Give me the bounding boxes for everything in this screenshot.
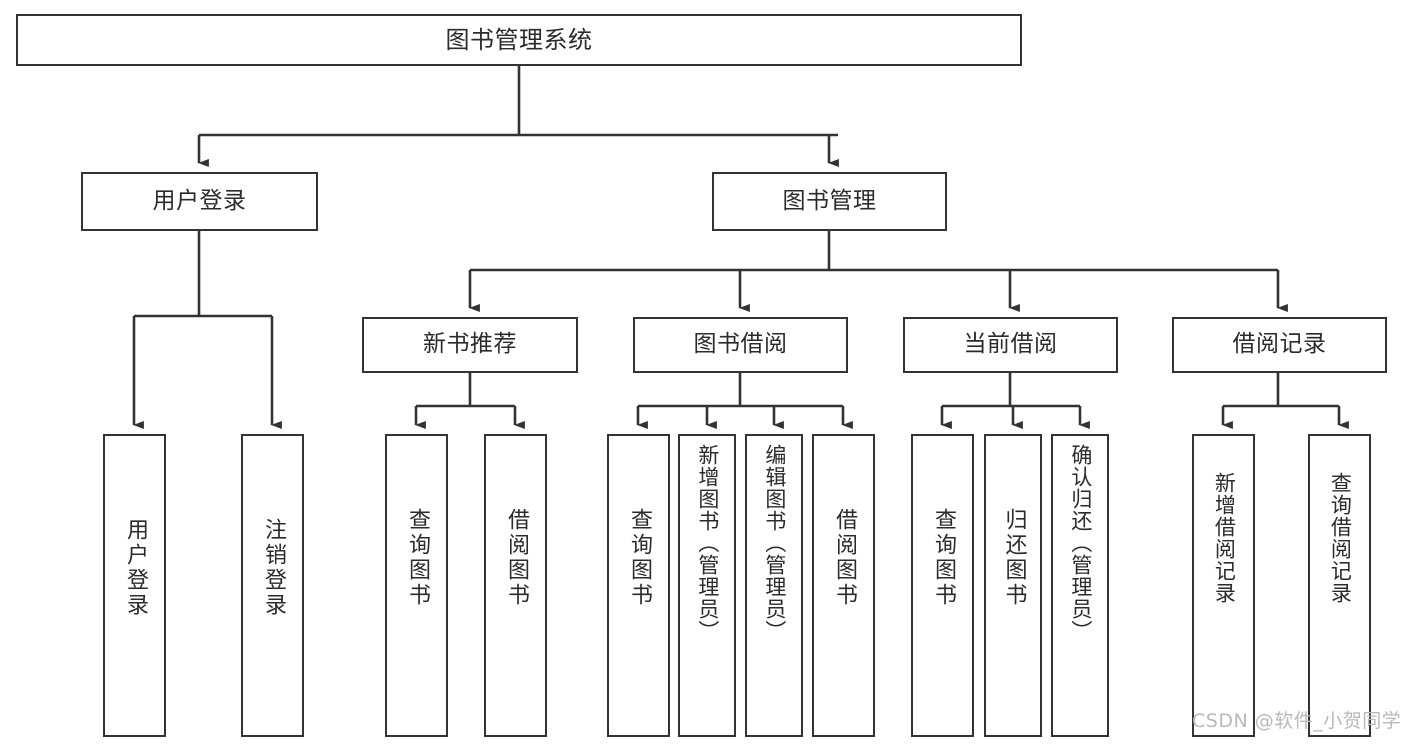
node-leaf-query-book-1-label: 查询图书 [404, 508, 430, 608]
node-leaf-user-logout[interactable]: 注销登录 [241, 434, 304, 737]
node-borrow-record-label: 借阅记录 [1232, 331, 1327, 358]
csdn-watermark: CSDN @软件_小贺同学 [1192, 710, 1402, 732]
node-new-book-recommend-label: 新书推荐 [423, 331, 517, 358]
node-leaf-return-book[interactable]: 归还图书 [984, 434, 1042, 737]
node-leaf-query-record[interactable]: 查询借阅记录 [1308, 434, 1371, 737]
node-leaf-query-book-3[interactable]: 查询图书 [911, 434, 974, 737]
node-current-borrow-label: 当前借阅 [963, 331, 1058, 358]
node-user-login[interactable]: 用户登录 [81, 172, 318, 231]
node-leaf-query-book-2[interactable]: 查询图书 [607, 434, 670, 737]
node-current-borrow[interactable]: 当前借阅 [903, 317, 1118, 373]
node-new-book-recommend[interactable]: 新书推荐 [362, 317, 578, 373]
node-book-borrow[interactable]: 图书借阅 [633, 317, 848, 373]
node-leaf-confirm-return-label: 确认归还（管理员） [1068, 444, 1093, 642]
node-leaf-add-book-label: 新增图书（管理员） [695, 444, 720, 642]
node-leaf-user-logout-label: 注销登录 [260, 518, 286, 618]
node-borrow-record[interactable]: 借阅记录 [1172, 317, 1387, 373]
node-leaf-query-record-label: 查询借阅记录 [1328, 472, 1353, 604]
node-leaf-user-login-label: 用户登录 [122, 518, 148, 618]
node-leaf-borrow-book-2[interactable]: 借阅图书 [812, 434, 875, 737]
node-book-borrow-label: 图书借阅 [693, 331, 788, 358]
node-user-login-label: 用户登录 [152, 187, 247, 214]
node-leaf-edit-book-label: 编辑图书（管理员） [762, 444, 787, 642]
node-root[interactable]: 图书管理系统 [16, 14, 1022, 66]
node-book-manage-label: 图书管理 [782, 187, 877, 214]
node-leaf-return-book-label: 归还图书 [1001, 508, 1027, 608]
node-root-label: 图书管理系统 [445, 25, 593, 54]
node-leaf-borrow-book-1[interactable]: 借阅图书 [484, 434, 547, 737]
node-leaf-borrow-book-2-label: 借阅图书 [831, 508, 857, 608]
node-leaf-edit-book[interactable]: 编辑图书（管理员） [745, 434, 803, 737]
node-leaf-query-book-3-label: 查询图书 [930, 508, 956, 608]
node-leaf-add-book[interactable]: 新增图书（管理员） [678, 434, 736, 737]
node-leaf-add-record-label: 新增借阅记录 [1212, 472, 1237, 604]
node-book-manage[interactable]: 图书管理 [712, 172, 947, 231]
node-leaf-add-record[interactable]: 新增借阅记录 [1192, 434, 1255, 737]
node-leaf-query-book-2-label: 查询图书 [626, 508, 652, 608]
node-leaf-borrow-book-1-label: 借阅图书 [503, 508, 529, 608]
node-leaf-query-book-1[interactable]: 查询图书 [385, 434, 448, 737]
node-leaf-confirm-return[interactable]: 确认归还（管理员） [1051, 434, 1109, 737]
node-leaf-user-login[interactable]: 用户登录 [103, 434, 166, 737]
